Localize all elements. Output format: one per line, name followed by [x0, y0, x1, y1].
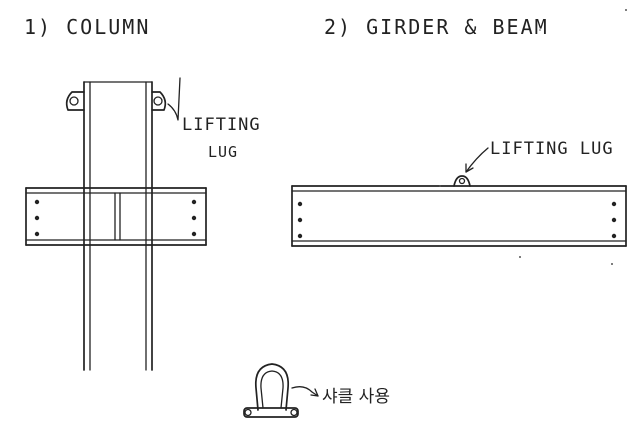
- bolt-hole: [191, 231, 197, 237]
- bolt-hole: [34, 215, 40, 221]
- shackle-note: 샤클 사용: [322, 387, 390, 407]
- column-drawing: [25, 77, 207, 371]
- bolt-hole: [297, 233, 303, 239]
- girder-beam-drawing: [291, 147, 627, 247]
- column-right-lug: [151, 91, 167, 111]
- column-shaft: [83, 81, 153, 371]
- girder-lug-leader: [465, 147, 489, 173]
- girder-beam-heading: 2) GIRDER & BEAM: [324, 15, 549, 39]
- girder-lifting-lug: [453, 175, 471, 187]
- column-left-lug: [65, 91, 85, 111]
- girder-lug-label: LIFTING LUG: [490, 139, 614, 159]
- column-heading: 1) COLUMN: [24, 15, 150, 39]
- bolt-hole: [611, 233, 617, 239]
- column-lug-label-line2: LUG: [208, 143, 238, 161]
- shackle-icon: [243, 363, 319, 418]
- bolt-hole: [297, 217, 303, 223]
- column-lug-leader: [167, 77, 181, 121]
- bolt-hole: [191, 199, 197, 205]
- scan-noise: [439, 9, 627, 265]
- bolt-hole: [611, 217, 617, 223]
- bolt-hole: [34, 231, 40, 237]
- column-lug-label-line1: LIFTING: [182, 115, 261, 135]
- bolt-hole: [191, 215, 197, 221]
- bolt-hole: [297, 201, 303, 207]
- bolt-hole: [611, 201, 617, 207]
- column-cross-beam: [25, 187, 207, 246]
- bolt-hole: [34, 199, 40, 205]
